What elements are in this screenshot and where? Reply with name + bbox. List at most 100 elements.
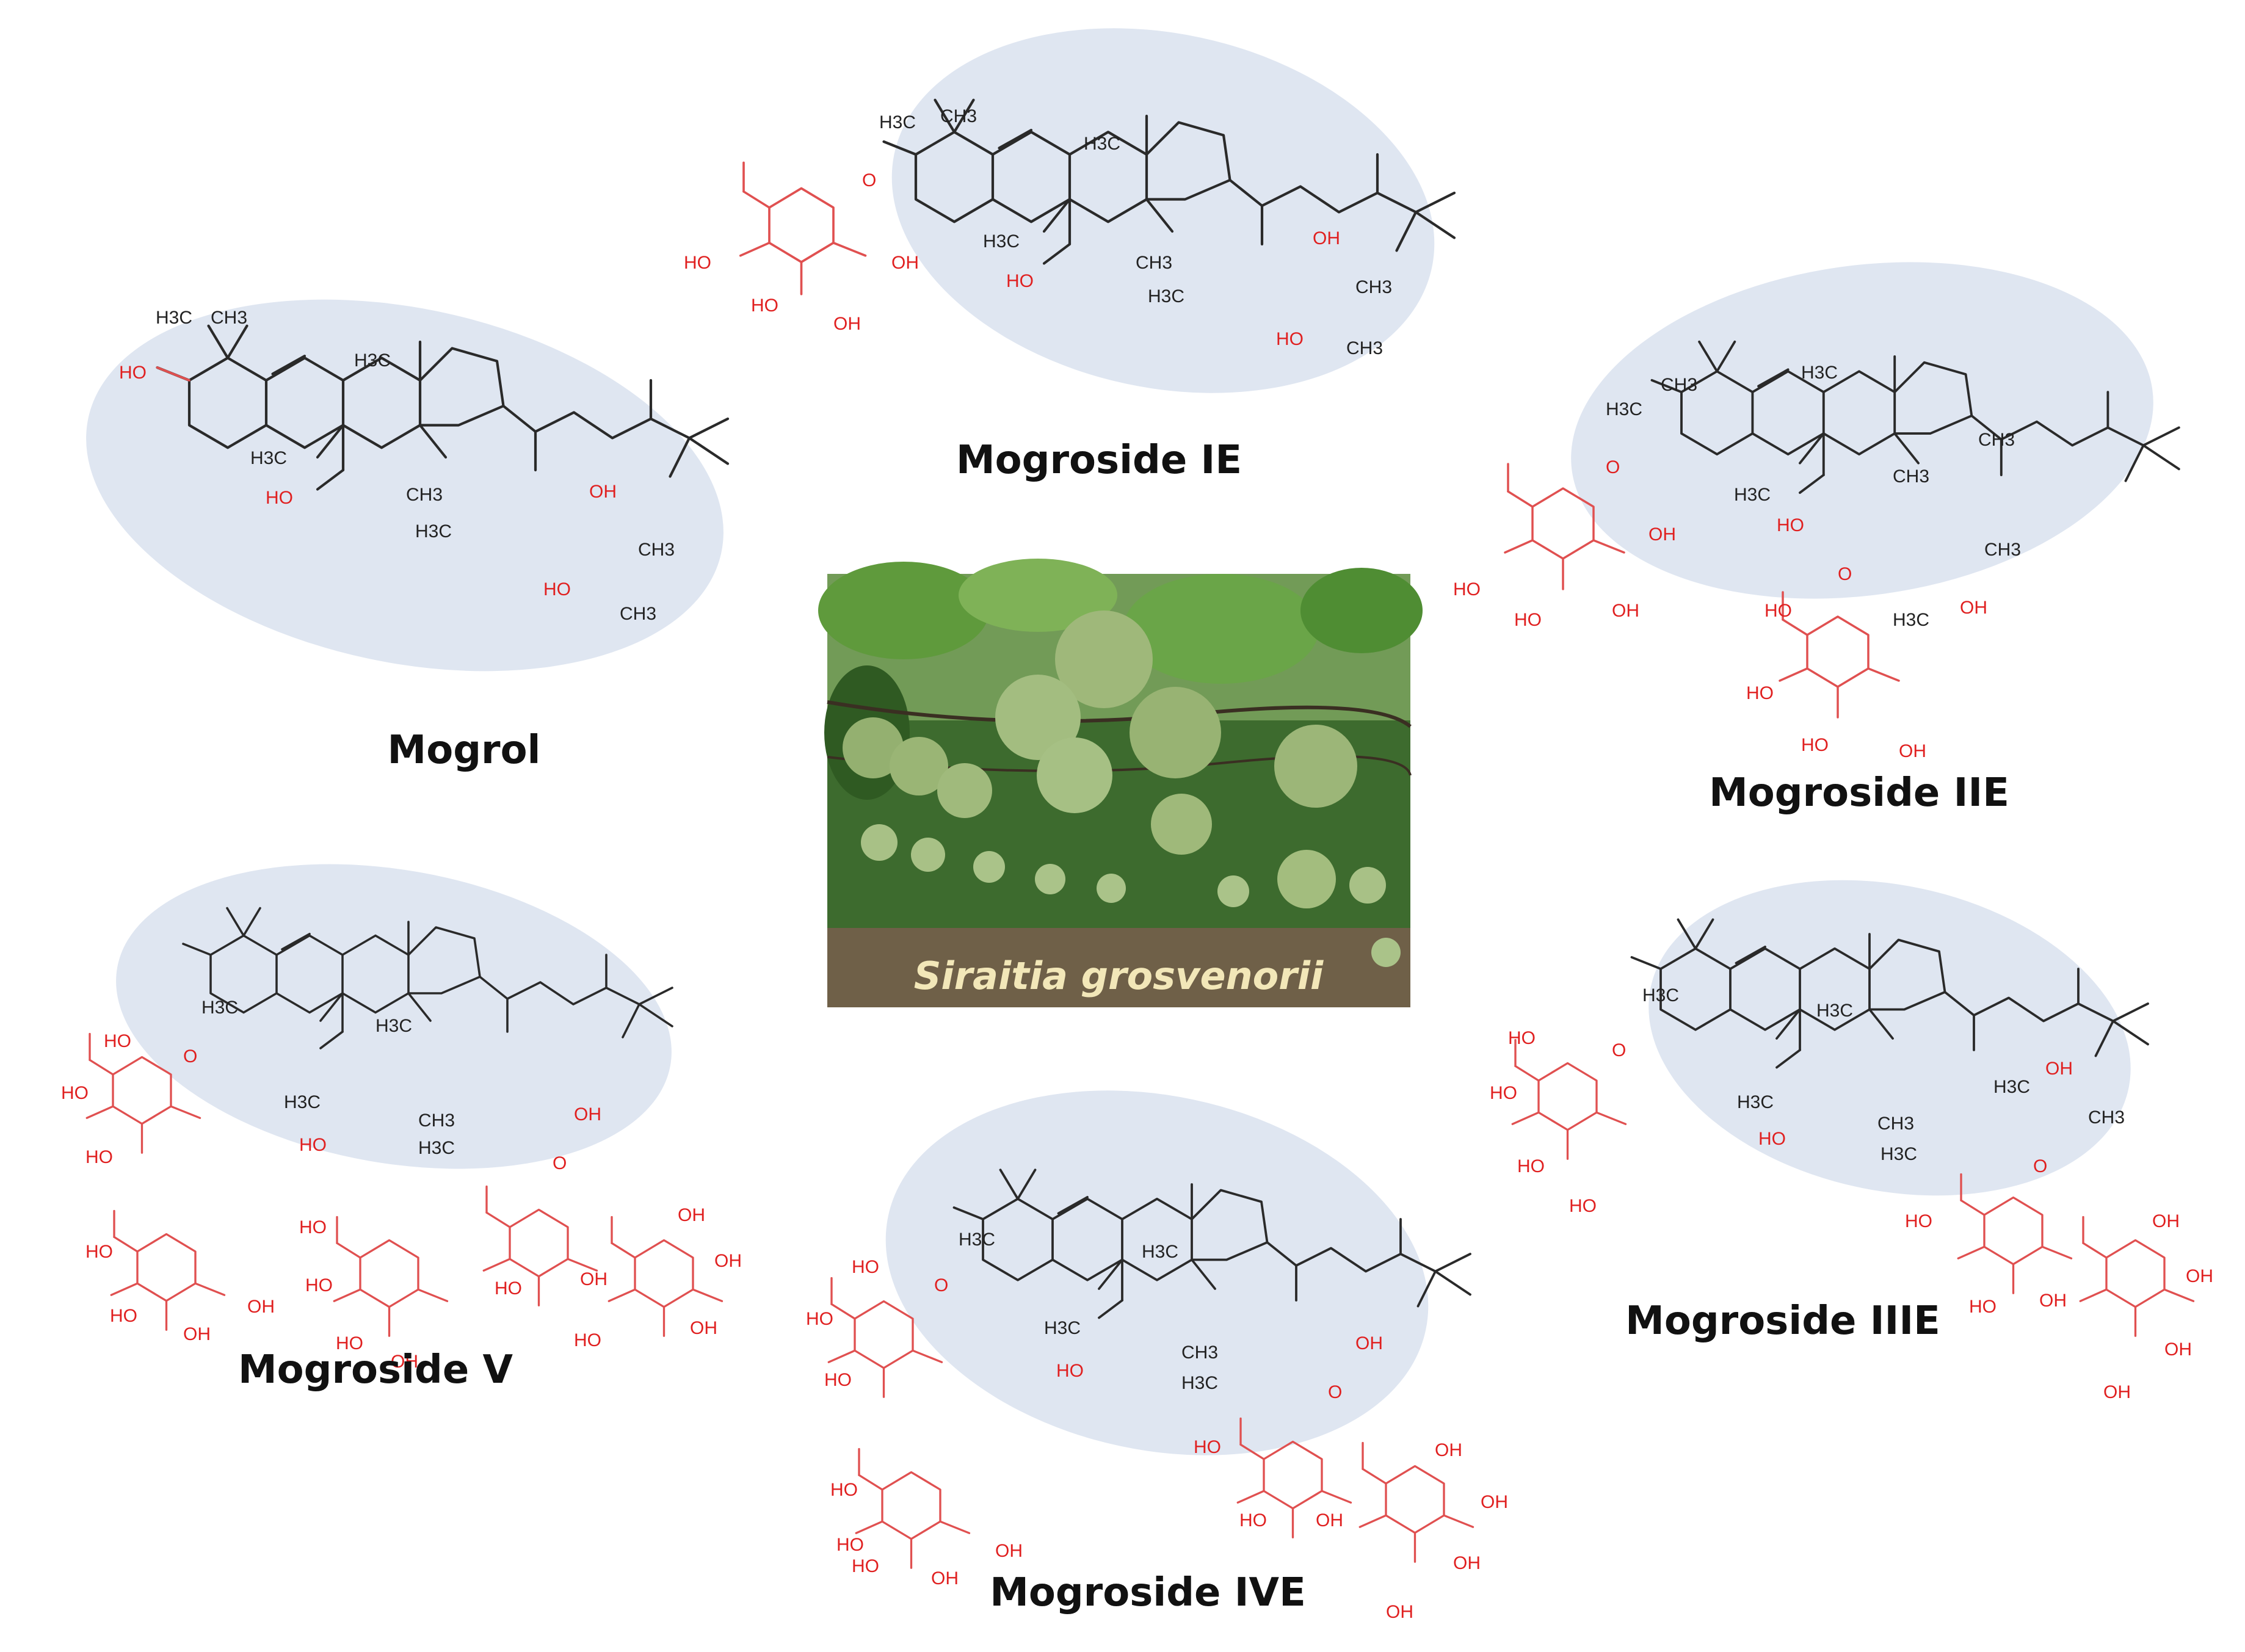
mogroside-v-s1-ho-b: HO — [61, 1083, 89, 1103]
mogroside-iie-s1-oh-2: OH — [1648, 524, 1676, 545]
mogroside-v-s3-ho-a: HO — [299, 1217, 327, 1237]
mogroside-v-h3c-c: H3C — [284, 1092, 321, 1112]
mogroside-ie-sugar-oh-3: OH — [833, 314, 861, 334]
mogroside-v-glycosidic-o-3: O — [183, 1046, 197, 1067]
mogroside-iiie-highlight — [1648, 880, 2131, 1196]
mogroside-ive-h3c-a: H3C — [959, 1230, 995, 1250]
mogroside-iie-ho-11: HO — [1777, 515, 1804, 535]
mogroside-iie-h3c-a: H3C — [1606, 399, 1642, 419]
mogroside-ive-s3-ho-b: HO — [1239, 1510, 1267, 1531]
mogroside-ive-s2-ho-c: HO — [852, 1556, 879, 1576]
mogroside-ive-h3c-b: H3C — [1142, 1242, 1178, 1262]
mogroside-iie-s1-ho-6: HO — [1453, 579, 1481, 600]
mogroside-ive-s4-oh-d: OH — [1386, 1602, 1413, 1622]
mogroside-ive-sugar-2 — [855, 1447, 971, 1569]
fruit-17 — [1349, 867, 1386, 904]
mogroside-ie-ch3-b: CH3 — [1136, 253, 1172, 273]
mogroside-iiie-s3-oh-d: OH — [2103, 1382, 2131, 1402]
mogrol-h3c-b: H3C — [354, 350, 391, 371]
fruit-9 — [1151, 794, 1212, 855]
mogroside-iiie-s3-oh-a: OH — [2152, 1211, 2180, 1231]
mogroside-iiie-s3-oh-b: OH — [2186, 1266, 2213, 1286]
mogroside-iie-s1-ho-4: HO — [1514, 610, 1542, 630]
mogroside-iiie-ch3-c: CH3 — [2088, 1107, 2125, 1128]
mogroside-v-ch3-b: CH3 — [418, 1110, 455, 1131]
mogroside-v-h3c-a: H3C — [201, 998, 238, 1018]
fruit-5 — [1274, 725, 1357, 808]
mogroside-iiie-s2-oh-c: OH — [2039, 1291, 2067, 1311]
mogroside-ive-oh-25: OH — [1355, 1333, 1383, 1353]
mogrol-highlight — [86, 299, 724, 672]
mogroside-v-s5-oh-a: OH — [678, 1205, 705, 1225]
mogroside-iiie-label: Mogroside IIIE — [1625, 1299, 1940, 1344]
mogroside-ive-label: Mogroside IVE — [990, 1570, 1306, 1615]
mogrol-label: Mogrol — [388, 728, 541, 773]
mogroside-v-highlight — [116, 864, 672, 1169]
mogroside-ive-s2-ho-b: HO — [836, 1535, 864, 1555]
mogroside-v-s1-ho-a: HO — [104, 1031, 131, 1051]
mogroside-iiie-s2-ho-a: HO — [1905, 1211, 1932, 1231]
mogroside-v-s4-ho-a: HO — [495, 1278, 522, 1299]
mogroside-ive-h3c-c: H3C — [1044, 1318, 1081, 1338]
mogroside-ie-ho-25: HO — [1276, 329, 1304, 349]
mogrol-oh-24: OH — [589, 482, 617, 502]
mogroside-ive-s3-oh-c: OH — [1316, 1510, 1343, 1531]
mogroside-ive-s2-oh-d: OH — [931, 1568, 959, 1589]
mogroside-v-glycosidic-o-24: O — [553, 1153, 567, 1173]
mogroside-iie-ch3-d: CH3 — [1984, 540, 2021, 560]
mogroside-ive-s2-ho-a: HO — [830, 1480, 858, 1500]
mogroside-ive-ch3-b: CH3 — [1181, 1342, 1218, 1363]
mogroside-ie-h3c-d: H3C — [1148, 286, 1184, 306]
photo-caption: Siraitia grosvenorii — [914, 954, 1324, 998]
mogroside-v-h3c-d: H3C — [418, 1138, 455, 1158]
mogroside-ie-ho-11: HO — [1006, 271, 1034, 291]
mogroside-iie-ch3-a: CH3 — [1661, 375, 1697, 395]
mogroside-iiie-sugar-1 — [1511, 1038, 1627, 1160]
mogroside-v-s3-ho-b: HO — [305, 1275, 333, 1295]
fruit-14 — [1035, 864, 1065, 894]
mogrol-h3c-a: H3C — [156, 308, 192, 328]
mogroside-ie-h3c-b: H3C — [1084, 134, 1120, 154]
mogroside-iie-s2-ho-4: HO — [1801, 735, 1829, 755]
mogroside-ie-glycosidic-o: O — [862, 170, 876, 190]
mogroside-v-ho-11: HO — [299, 1135, 327, 1155]
mogroside-iiie-s1-ho-c: HO — [1517, 1156, 1545, 1176]
mogroside-ie-ch3-a: CH3 — [940, 106, 977, 126]
mogroside-v-s4-oh-b: OH — [580, 1269, 607, 1289]
fruit-10 — [1277, 850, 1336, 908]
mogroside-v-s2-oh-c: OH — [183, 1324, 211, 1344]
mogroside-iiie-h3c-c: H3C — [1737, 1092, 1774, 1112]
mogroside-ive-glycosidic-o-3: O — [934, 1275, 948, 1295]
fruit-3 — [1130, 687, 1221, 778]
mogroside-iiie-sugar-3 — [2079, 1215, 2195, 1337]
mogrol-ch3-c: CH3 — [638, 540, 675, 560]
fruit-8 — [937, 763, 992, 818]
mogroside-iiie-s1-ho-b: HO — [1490, 1083, 1517, 1103]
mogrol-ch3-a: CH3 — [211, 308, 247, 328]
fruit-7 — [890, 737, 948, 795]
mogrol-h3c-d: H3C — [415, 521, 452, 542]
mogroside-iiie-oh-25: OH — [2045, 1059, 2073, 1079]
mogroside-ie-ch3-c: CH3 — [1355, 277, 1392, 297]
mogroside-ie-h3c-a: H3C — [879, 112, 916, 132]
mogroside-ive-s4-oh-c: OH — [1453, 1553, 1481, 1573]
fruit-15 — [1097, 874, 1126, 903]
mogroside-ie-ch3-d: CH3 — [1346, 338, 1383, 358]
mogroside-ie-sugar — [739, 161, 867, 295]
mogroside-iie-s1-oh-3: OH — [1612, 601, 1639, 621]
mogroside-v-s2-oh-d: OH — [247, 1297, 275, 1317]
mogrol-ch3-b: CH3 — [406, 485, 443, 505]
mogroside-v-s2-ho-a: HO — [85, 1242, 113, 1262]
mogroside-iiie-glycosidic-o-3: O — [1612, 1040, 1626, 1060]
mogroside-iie-s2-ho-3: HO — [1746, 683, 1774, 703]
fruit-1 — [1055, 610, 1153, 708]
mogroside-v-s2-ho-b: HO — [110, 1306, 137, 1326]
mogroside-iie-glycosidic-o-3: O — [1606, 457, 1620, 477]
mogroside-ive-s1-ho-c: HO — [824, 1370, 852, 1390]
mogroside-iiie-ch3-b: CH3 — [1877, 1114, 1914, 1134]
mogroside-iiie-s1-ho-d: HO — [1569, 1196, 1597, 1216]
mogroside-iiie-h3c-d: H3C — [1881, 1144, 1917, 1164]
fruit-11 — [861, 824, 898, 861]
mogrol-h3c-c: H3C — [250, 448, 287, 468]
mogroside-ive-highlight — [885, 1090, 1429, 1455]
